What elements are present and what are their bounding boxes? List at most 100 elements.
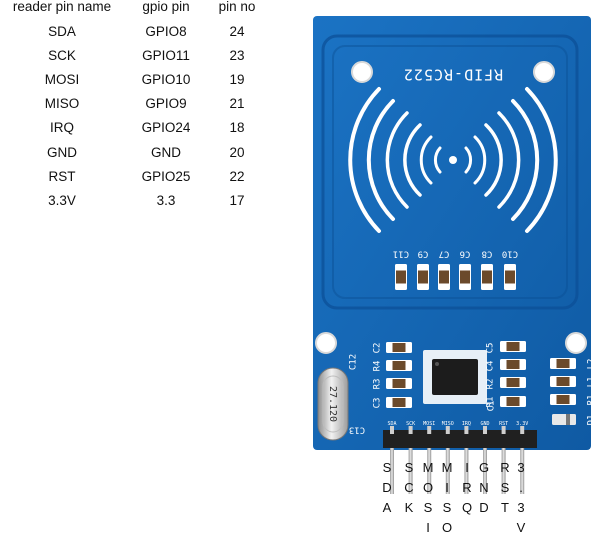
header-pin <box>427 448 432 494</box>
pin-letter: S <box>405 460 414 475</box>
header-pin-top <box>390 426 394 434</box>
rf-wave-icon <box>348 87 558 233</box>
header-pin <box>501 448 506 494</box>
pin-letter: D <box>382 480 391 495</box>
table-cell: RST <box>48 168 76 184</box>
component-label: C2 <box>373 343 383 354</box>
crystal-oscillator: 27.120 <box>317 367 349 441</box>
header-pin-top <box>408 426 413 434</box>
table-cell: GPIO11 <box>142 48 190 64</box>
component-label: C3 <box>373 398 383 409</box>
header-pin <box>445 448 450 494</box>
component-label: C7 <box>439 249 450 259</box>
silk-pin-label: GND <box>480 421 489 427</box>
table-cell: SCK <box>48 48 76 64</box>
silk-pin-label: IRQ <box>462 421 471 427</box>
component-label: C6 <box>460 249 471 259</box>
table-cell: 24 <box>229 24 245 39</box>
table-cell: GND <box>151 144 181 160</box>
header-pin <box>408 448 413 494</box>
component-label: C8 <box>482 249 493 259</box>
table-cell: 22 <box>229 168 245 184</box>
header-pin-top <box>445 426 450 434</box>
silk-pin-label: RST <box>499 421 508 427</box>
header-pin <box>390 448 394 494</box>
pin-letter: D <box>479 500 488 515</box>
component-label: C4 <box>486 361 496 372</box>
table-cell: 3.3V <box>48 192 76 208</box>
table-cell: 18 <box>229 120 245 136</box>
pin-letter: S <box>424 500 433 515</box>
component-label: C10 <box>502 249 518 259</box>
silk-pin-label: MOSI <box>423 421 435 427</box>
table-cell: MOSI <box>44 72 80 88</box>
silk-pin-label: SCK <box>406 421 415 427</box>
pin-letter: S <box>501 480 510 495</box>
table-header-cell: reader pin name <box>12 0 112 14</box>
table-cell: IRQ <box>49 120 75 136</box>
header-pin <box>520 448 525 494</box>
header-pin-top <box>501 426 506 434</box>
antenna-trace <box>321 34 579 310</box>
header-pin-top <box>483 426 487 434</box>
pin-letter: I <box>445 480 449 495</box>
pin-letter: 3 <box>517 460 524 475</box>
board-title: RFID-RC522 <box>403 66 503 84</box>
component-label: L1 <box>587 377 597 388</box>
pin-letter: I <box>426 520 430 535</box>
pin-letter: I <box>465 460 469 475</box>
pin-letter: R <box>462 480 471 495</box>
table-header-cell: gpio pin <box>142 0 190 14</box>
header-pin <box>464 448 469 494</box>
header-pin-top <box>427 426 432 434</box>
header-pin-top <box>520 426 525 434</box>
pin-letter: K <box>405 500 414 515</box>
table-cell: 17 <box>229 192 245 208</box>
pin-letter: O <box>442 520 452 535</box>
pin-letter: Q <box>462 500 472 515</box>
table-cell: GPIO9 <box>145 96 187 112</box>
pin-letter: . <box>519 480 523 495</box>
pin-letter: G <box>479 460 489 475</box>
table-cell: 23 <box>229 48 245 64</box>
table-cell: 3.3 <box>156 192 176 208</box>
table-cell: 19 <box>229 72 245 88</box>
silk-pin-label: MISO <box>442 421 454 427</box>
pin-letter: V <box>517 520 526 535</box>
component-label: C9 <box>418 249 429 259</box>
pin-letter: M <box>442 460 453 475</box>
pin-header <box>383 430 537 448</box>
pin-letter: S <box>383 460 392 475</box>
table-cell: GPIO10 <box>141 72 191 88</box>
table-cell: SDA <box>48 24 76 39</box>
pin-letter: R <box>500 460 509 475</box>
table-cell: MISO <box>44 96 80 112</box>
header-pin <box>483 448 487 494</box>
header-pin-top <box>464 426 469 434</box>
component-label: C11 <box>393 249 409 259</box>
silk-pin-label: 3.3V <box>516 421 528 427</box>
c13-label: C13 <box>349 425 365 435</box>
pin-letter: N <box>479 480 488 495</box>
pin-letter: C <box>404 480 413 495</box>
header-pins <box>390 426 525 494</box>
table-cell: GPIO25 <box>141 168 191 184</box>
pin-letter: A <box>383 500 392 515</box>
silk-pin-label: SDA <box>387 421 396 427</box>
capacitor-row: C11 C9 C7 C6 C8 C10 <box>393 249 518 290</box>
component-label: D1 <box>587 415 597 426</box>
pin-letter: 3 <box>517 500 524 515</box>
crystal-label: 27.120 <box>327 386 338 422</box>
table-cell: 21 <box>229 96 245 112</box>
mounting-holes <box>315 61 587 354</box>
component-label: R1 <box>486 397 496 408</box>
component-label: L2 <box>587 359 597 370</box>
pin-letter: S <box>443 500 452 515</box>
table-cell: GND <box>47 144 77 160</box>
table-cell: 20 <box>229 144 245 160</box>
table-header-cell: pin no <box>218 0 256 14</box>
